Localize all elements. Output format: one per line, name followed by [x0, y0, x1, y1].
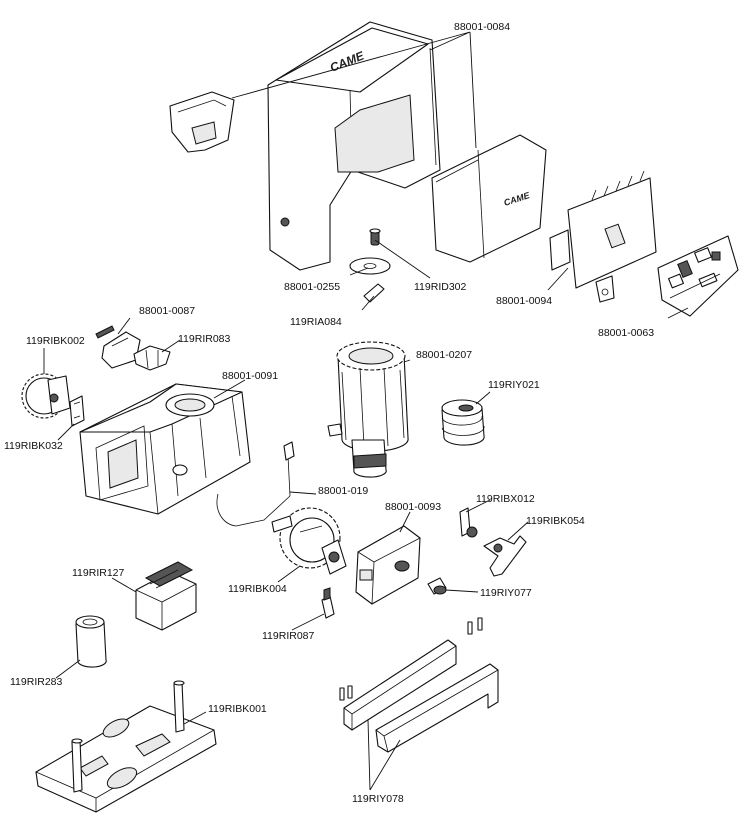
- pinion-gear: [21, 373, 71, 419]
- motor-stator: [327, 341, 409, 478]
- side-cover: CAME: [431, 134, 547, 263]
- terminal-block: [133, 345, 171, 371]
- label-119RIY021: 119RIY021: [488, 379, 540, 391]
- rack-bars: [339, 617, 499, 753]
- label-119RIBK001: 119RIBK001: [208, 703, 267, 715]
- mounting-plate: [549, 170, 657, 303]
- capacitor: [75, 615, 107, 668]
- label-119RID302: 119RID302: [414, 281, 467, 293]
- label-119RIBK054: 119RIBK054: [526, 515, 585, 527]
- label-119RIBK032: 119RIBK032: [4, 440, 63, 452]
- key-part: [363, 283, 385, 303]
- label-119RIBK004: 119RIBK004: [228, 583, 287, 595]
- release-lever: [483, 535, 527, 577]
- washer-part: [349, 257, 391, 275]
- encoder-ring: [441, 399, 485, 446]
- small-bracket: [69, 395, 85, 427]
- label-119RIR127: 119RIR127: [72, 567, 125, 579]
- label-88001-0207: 88001-0207: [416, 349, 472, 361]
- leader-lines: [43, 31, 689, 791]
- transformer: [135, 561, 197, 631]
- label-88001-0084: 88001-0084: [454, 21, 510, 33]
- pin-part: [459, 507, 478, 538]
- stud-part: [369, 228, 381, 246]
- label-88001-0093: 88001-0093: [385, 501, 441, 513]
- label-119RIR087: 119RIR087: [262, 630, 315, 642]
- label-88001-0091: 88001-0091: [222, 370, 278, 382]
- label-119RIA084: 119RIA084: [290, 316, 342, 328]
- end-cap: [169, 91, 235, 153]
- gasket: [216, 441, 295, 527]
- label-88001-0063: 88001-0063: [598, 327, 654, 339]
- label-119RIY078: 119RIY078: [352, 793, 404, 805]
- circuit-board: [657, 235, 739, 317]
- worm-gear-assembly: [271, 507, 347, 575]
- gearbox-housing: [79, 383, 251, 515]
- label-119RIR083: 119RIR083: [178, 333, 231, 345]
- release-knob: [427, 577, 447, 595]
- label-88001-0255: 88001-0255: [284, 281, 340, 293]
- clip-block: [95, 325, 141, 369]
- label-88001-0087: 88001-0087: [139, 305, 195, 317]
- label-119RIBK002: 119RIBK002: [26, 335, 85, 347]
- label-119RIR283: 119RIR283: [10, 676, 63, 688]
- label-88001-0094: 88001-0094: [496, 295, 552, 307]
- base-plate: [35, 680, 217, 813]
- release-cap: [355, 525, 421, 605]
- label-119RIBX012: 119RIBX012: [476, 493, 535, 505]
- label-88001-019: 88001-019: [318, 485, 368, 497]
- fuse-holder: [321, 587, 335, 619]
- label-119RIY077: 119RIY077: [480, 587, 532, 599]
- main-cover: CAME: [267, 21, 441, 271]
